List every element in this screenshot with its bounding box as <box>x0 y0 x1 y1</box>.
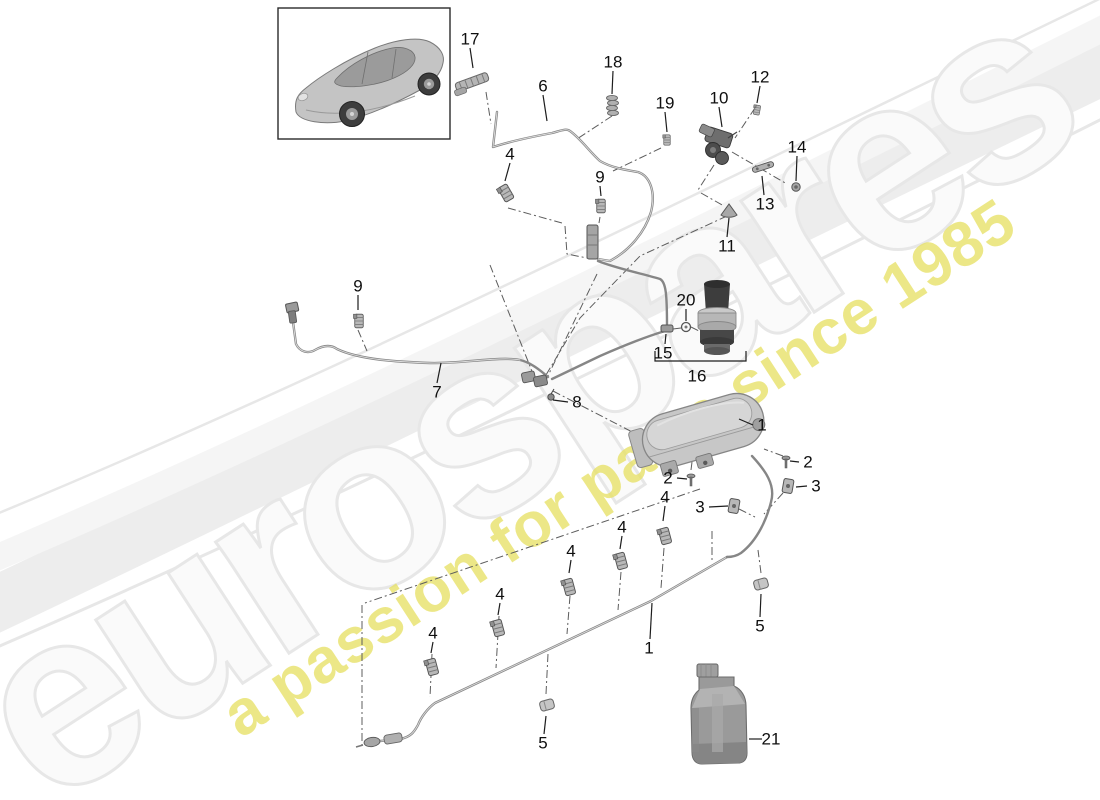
fitting-part-15 <box>660 324 674 333</box>
part-callout-4: 4 <box>566 541 576 561</box>
part-callout-7: 7 <box>432 382 442 402</box>
part-callout-2: 2 <box>663 468 673 488</box>
holder-part-3-right <box>781 477 795 495</box>
valve-bracket-part-10 <box>698 123 738 165</box>
part-callout-4: 4 <box>495 584 505 604</box>
clip-part-19 <box>662 134 671 146</box>
sleeve-part-5-bottom <box>538 697 556 713</box>
part-callout-6: 6 <box>538 76 548 96</box>
holder-part-3-left <box>727 497 741 515</box>
part-callout-12: 12 <box>750 67 770 87</box>
part-callout-8: 8 <box>572 392 582 412</box>
cone-part-11 <box>720 203 738 218</box>
part-callout-4: 4 <box>660 487 670 507</box>
clip-part-4-a <box>656 526 673 546</box>
tank-hose <box>725 454 774 559</box>
bracket-under-9 <box>586 224 599 260</box>
callout-leader-lines <box>357 47 808 740</box>
part-callout-3: 3 <box>811 476 821 496</box>
part-callout-2: 2 <box>803 452 813 472</box>
union-part-8 <box>521 370 555 401</box>
clip-part-4-d <box>489 618 506 638</box>
clip-part-4-c <box>560 577 577 597</box>
nut-part-14 <box>791 182 801 192</box>
ring-part-20 <box>680 321 692 333</box>
part-callout-20: 20 <box>676 290 696 310</box>
part-callout-1: 1 <box>757 415 767 435</box>
clip-part-4-e <box>423 657 440 677</box>
pipe-part-6 <box>491 110 654 263</box>
clip-part-9-left <box>353 313 364 329</box>
pipe-end-fitting <box>355 732 403 748</box>
part-callout-5: 5 <box>538 733 548 753</box>
screw-part-2-left <box>686 473 696 487</box>
part-callout-17: 17 <box>460 29 480 49</box>
screw-part-2-right <box>781 455 791 469</box>
pipe-to-pump <box>596 259 669 328</box>
oil-bottle-part-21 <box>690 663 748 765</box>
part-callout-4: 4 <box>505 144 515 164</box>
fuel-lines <box>291 110 774 743</box>
part-callout-13: 13 <box>755 194 775 214</box>
part-callout-15: 15 <box>653 343 673 363</box>
part-callout-5: 5 <box>755 616 765 636</box>
grommet-part-17 <box>454 72 490 97</box>
part-callout-18: 18 <box>603 52 623 72</box>
sleeve-part-5-right <box>752 576 770 592</box>
assembly-dashdot-lines <box>357 91 788 747</box>
pipe-part-7 <box>291 320 550 379</box>
connector-part-7 <box>285 301 300 324</box>
clip-part-4-b <box>612 551 629 571</box>
part-callout-3: 3 <box>695 497 705 517</box>
part-callout-9: 9 <box>595 167 605 187</box>
clip-part-4-upper <box>495 183 515 204</box>
bracket-part-13 <box>751 161 775 173</box>
bracket-16 <box>654 351 747 362</box>
part-callout-14: 14 <box>787 137 807 157</box>
part-callout-19: 19 <box>655 93 675 113</box>
coil-part-18 <box>606 94 619 117</box>
part-callout-1: 1 <box>644 638 654 658</box>
part-callout-21: 21 <box>761 729 781 749</box>
part-callout-9: 9 <box>353 276 363 296</box>
reservoir-part-1 <box>628 392 766 477</box>
part-callout-4: 4 <box>428 623 438 643</box>
part-callout-10: 10 <box>709 88 729 108</box>
part-callout-16: 16 <box>687 366 707 386</box>
small-parts <box>285 72 801 748</box>
part-callout-11: 11 <box>718 236 736 256</box>
pump-assembly-part-16 <box>697 280 737 355</box>
part-callout-4: 4 <box>617 517 627 537</box>
clip-part-9-upper <box>595 198 606 214</box>
car-thumbnail <box>277 7 451 140</box>
